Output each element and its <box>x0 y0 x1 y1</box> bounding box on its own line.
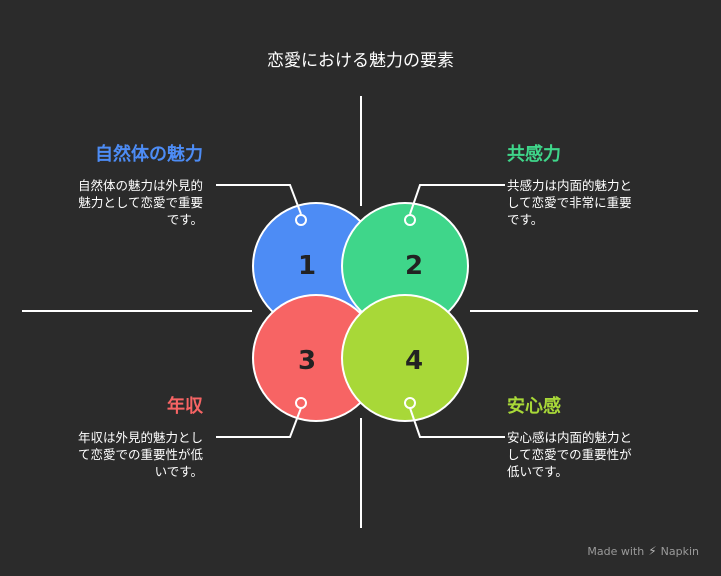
napkin-logo-icon: ⚡ <box>648 544 657 558</box>
desc-empathy: 共感力は内面的魅力と して恋愛で非常に重要 です。 <box>507 178 633 227</box>
connector-1 <box>216 184 302 215</box>
connector-dot-1 <box>295 214 307 226</box>
circle-number-3: 3 <box>298 346 316 376</box>
connector-4 <box>409 407 505 438</box>
connector-2 <box>409 184 505 215</box>
circle-4 <box>341 294 469 422</box>
made-with-label: Made with <box>587 544 645 558</box>
circle-number-1: 1 <box>298 251 316 281</box>
desc-security: 安心感は内面的魅力と して恋愛での重要性が 低いです。 <box>507 430 633 479</box>
brand-label: Napkin <box>660 544 699 558</box>
desc-income: 年収は外見的魅力とし て恋愛での重要性が低 いです。 <box>77 430 203 479</box>
connector-dot-4 <box>404 397 416 409</box>
diagram-title: 恋愛における魅力の要素 <box>267 51 454 71</box>
connector-dot-3 <box>295 397 307 409</box>
heading-income: 年収 <box>167 396 203 417</box>
connector-3 <box>216 407 302 438</box>
desc-natural-charm: 自然体の魅力は外見的 魅力として恋愛で重要 です。 <box>77 178 203 227</box>
connector-dot-2 <box>404 214 416 226</box>
circle-number-2: 2 <box>405 251 423 281</box>
footer-credit[interactable]: Made with ⚡ Napkin <box>587 544 699 558</box>
heading-security: 安心感 <box>507 396 561 417</box>
heading-natural-charm: 自然体の魅力 <box>95 144 203 165</box>
heading-empathy: 共感力 <box>507 144 561 165</box>
circle-number-4: 4 <box>405 346 423 376</box>
